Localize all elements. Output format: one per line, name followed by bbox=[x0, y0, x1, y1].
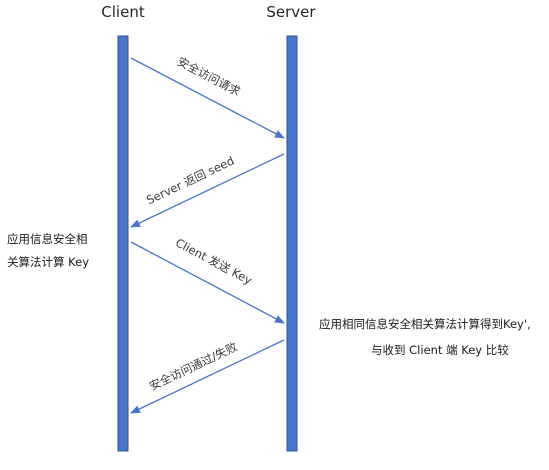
message-label-access-request: 安全访问请求 bbox=[175, 54, 243, 99]
client-actor-label: Client bbox=[101, 3, 145, 21]
note-client-compute-line2: 关算法计算 Key bbox=[7, 255, 89, 269]
arrow-send-key bbox=[130, 241, 285, 324]
note-client-compute-line1: 应用信息安全相 bbox=[7, 232, 88, 246]
arrow-access-result bbox=[130, 339, 285, 414]
client-lifeline bbox=[117, 35, 129, 452]
note-server-compare-line2: 与收到 Client 端 Key 比较 bbox=[371, 343, 509, 357]
arrow-access-request bbox=[130, 57, 285, 139]
message-label-send-key: Client 发送 Key bbox=[173, 236, 254, 288]
note-server-compare-line1: 应用相同信息安全相关算法计算得到Key', bbox=[319, 317, 531, 331]
message-label-access-result: 安全访问通过/失败 bbox=[147, 339, 240, 393]
server-lifeline bbox=[286, 35, 298, 452]
server-actor-label: Server bbox=[266, 3, 316, 21]
arrow-return-seed bbox=[130, 153, 285, 228]
